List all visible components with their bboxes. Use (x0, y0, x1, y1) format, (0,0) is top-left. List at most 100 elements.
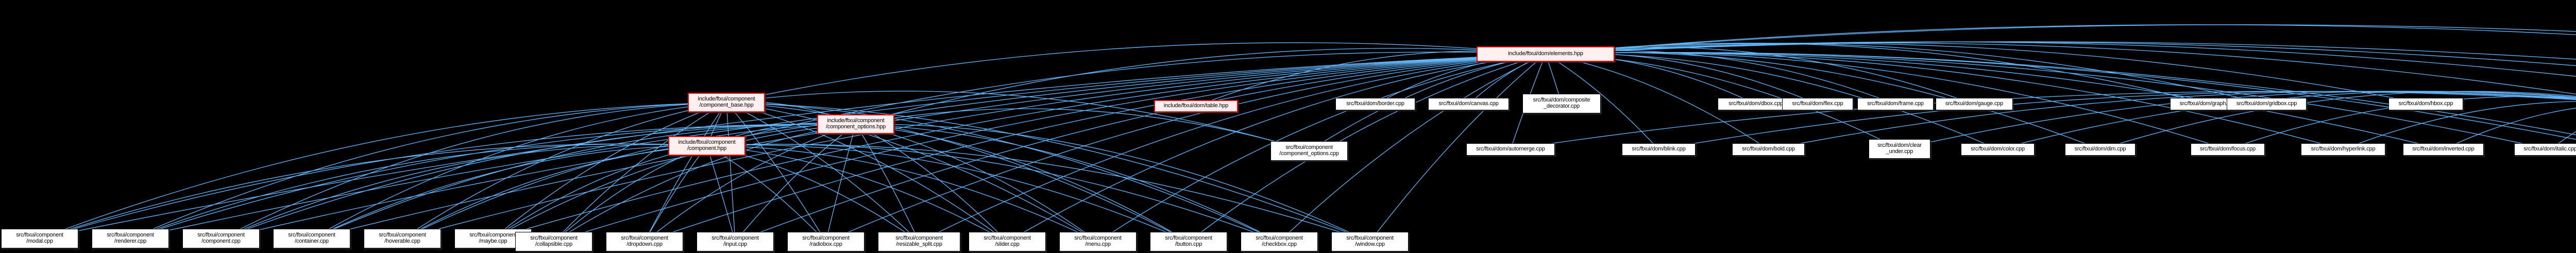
graph-node[interactable]: src/ftxui/component /menu.cpp (1059, 232, 1137, 251)
graph-edge (311, 52, 1546, 239)
graph-edge (553, 102, 727, 242)
graph-edge (221, 143, 707, 239)
graph-edge (855, 124, 920, 242)
graph-node[interactable]: src/ftxui/dom/hbox.cpp (2388, 98, 2463, 110)
graph-edge (855, 122, 1189, 242)
graph-edge (402, 101, 727, 239)
graph-edge (39, 143, 707, 239)
graph-node[interactable]: src/ftxui/dom/canvas.cpp (1428, 98, 1509, 110)
graph-node[interactable]: src/ftxui/component /component_options.c… (1270, 141, 1348, 161)
graph-node[interactable]: src/ftxui/component /input.cpp (697, 232, 774, 251)
graph-edge (1545, 41, 2576, 66)
graph-node[interactable]: src/ftxui/component /modal.cpp (1, 229, 78, 248)
graph-node[interactable]: src/ftxui/component /dropdown.cpp (606, 232, 683, 251)
graph-node[interactable]: src/ftxui/dom/gauge.cpp (1936, 98, 2013, 110)
graph-node[interactable]: src/ftxui/dom/inverted.cpp (2403, 143, 2484, 156)
graph-edge (553, 145, 707, 242)
graph-edge (706, 144, 1098, 242)
graph-edge (402, 122, 856, 239)
graph-node[interactable]: src/ftxui/component /collapsible.cpp (515, 232, 592, 251)
graph-edge (311, 144, 707, 239)
graph-edge (735, 124, 856, 242)
graph-node[interactable]: src/ftxui/component /hoverable.cpp (364, 229, 441, 248)
graph-edge (221, 122, 856, 239)
graph-edge (855, 48, 1546, 125)
graph-node[interactable]: src/ftxui/dom/color.cpp (1961, 143, 2035, 156)
graph-edge (706, 145, 826, 242)
graph-node[interactable]: src/ftxui/component /renderer.cpp (92, 229, 169, 248)
graph-edge (402, 144, 707, 239)
graph-edge (726, 42, 1546, 103)
graph-edge (2443, 108, 2576, 150)
graph-edge (706, 143, 1189, 242)
graph-node[interactable]: src/ftxui/dom/flex.cpp (1782, 98, 1853, 110)
graph-node[interactable]: src/ftxui/dom/dim.cpp (2065, 143, 2136, 156)
graph-node[interactable]: src/ftxui/dom/gridbox.cpp (2227, 98, 2307, 110)
graph-edge (726, 100, 1280, 242)
graph-edge (402, 52, 1546, 239)
graph-edge (855, 108, 1310, 151)
graph-edge (493, 52, 1546, 239)
graph-node[interactable]: src/ftxui/dom/frame.cpp (1857, 98, 1934, 110)
graph-edge (311, 122, 856, 239)
graph-node[interactable]: src/ftxui/dom/bold.cpp (1732, 143, 1805, 156)
graph-edge (1545, 24, 2576, 56)
graph-edge (706, 145, 736, 242)
graph-edge (919, 52, 1546, 242)
graph-node[interactable]: src/ftxui/dom/clear _under.cpp (1869, 139, 1930, 159)
graph-edge (644, 145, 707, 242)
graph-edge (724, 102, 736, 242)
graph-edge (2550, 131, 2576, 150)
graph-node[interactable]: include/ftxui/dom/table.hpp (1154, 100, 1238, 112)
graph-node[interactable]: src/ftxui/dom/italic.cpp (2514, 143, 2576, 156)
graph-edge (130, 143, 707, 239)
graph-edge (855, 124, 1008, 242)
graph-edge (644, 102, 727, 242)
graph-edge (39, 100, 727, 239)
graph-node[interactable]: src/ftxui/dom/automerge.cpp (1466, 143, 1555, 156)
graph-edge (221, 100, 727, 239)
graph-edge (1545, 43, 2267, 105)
graph-node[interactable]: src/ftxui/dom/blink.cpp (1622, 143, 1696, 156)
graph-edge (706, 144, 1008, 242)
graph-node[interactable]: src/ftxui/dom/hyperlink.cpp (2301, 143, 2385, 156)
graph-node[interactable]: src/ftxui/component /slider.cpp (969, 232, 1046, 251)
graph-edge (1545, 42, 2576, 95)
graph-node[interactable]: src/ftxui/dom/border.cpp (1335, 98, 1415, 110)
graph-edge (493, 102, 727, 239)
graph-node[interactable]: src/ftxui/component /button.cpp (1150, 232, 1227, 251)
graph-edge (1545, 41, 2576, 77)
graph-edge (726, 102, 826, 242)
graph-edge (825, 124, 857, 242)
graph-node[interactable]: src/ftxui/component /window.cpp (1331, 232, 1409, 251)
graph-edge (1545, 43, 2208, 105)
graph-edge (726, 100, 1189, 242)
graph-node[interactable]: include/ftxui/component /component_base.… (688, 93, 765, 112)
graph-edge (1545, 24, 2576, 56)
graph-edge (130, 122, 856, 239)
graph-edge (130, 100, 727, 239)
graph-edge (706, 144, 920, 242)
graph-node[interactable]: include/ftxui/component /component_optio… (817, 114, 894, 134)
graph-node[interactable]: src/ftxui/dom/composite _decorator.cpp (1522, 94, 1601, 113)
graph-edge (825, 52, 1546, 242)
graph-node[interactable]: include/ftxui/component /component.hpp (668, 136, 745, 156)
graph-node[interactable]: src/ftxui/component /radiobox.cpp (787, 232, 865, 251)
graph-edge (706, 143, 1280, 242)
graph-node[interactable]: src/ftxui/component /container.cpp (273, 229, 350, 248)
graph-edge (726, 101, 1098, 242)
graph-edge (855, 122, 1280, 242)
graph-edge (1545, 41, 2576, 60)
graph-node[interactable]: src/ftxui/dom/focus.cpp (2191, 143, 2265, 156)
graph-node[interactable]: src/ftxui/component /resizable_split.cpp (878, 232, 960, 251)
graph-node[interactable]: src/ftxui/component /checkbox.cpp (1241, 232, 1318, 251)
graph-edge (735, 52, 1546, 242)
graph-node[interactable]: src/ftxui/component /component.cpp (182, 229, 260, 248)
graph-edge (644, 52, 1546, 242)
graph-node[interactable]: include/ftxui/dom/elements.hpp (1477, 46, 1615, 62)
graph-edge (1545, 43, 2426, 105)
graph-edge (493, 144, 707, 239)
graph-edge (855, 123, 1098, 242)
